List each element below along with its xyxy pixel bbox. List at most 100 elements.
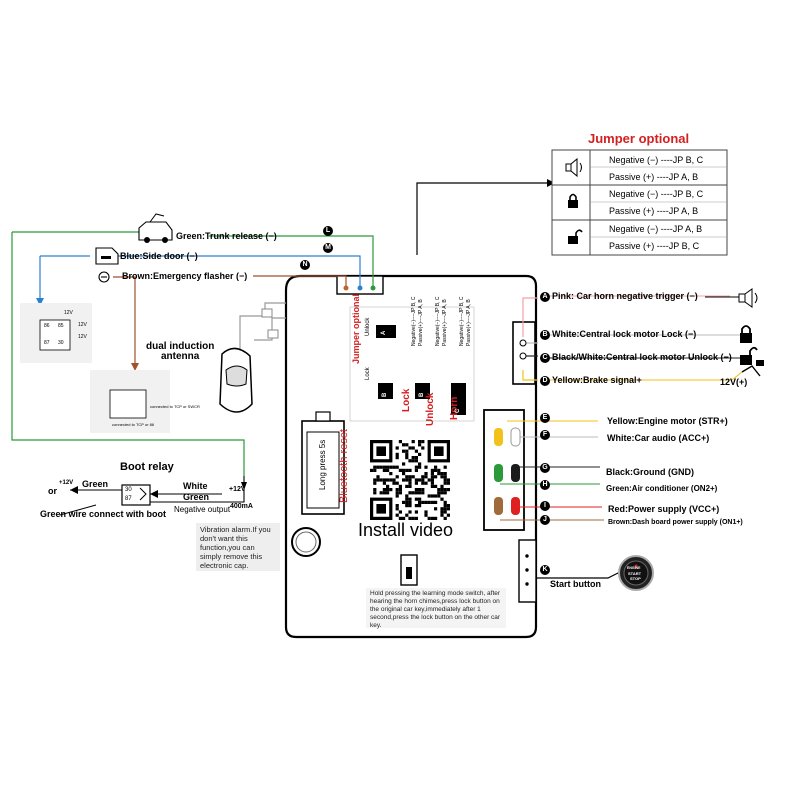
module-abc-3: B: [419, 392, 425, 397]
module-jp-small-1: Negative(−)----JP B, C: [411, 296, 417, 346]
boot-green-left: Green: [82, 479, 109, 489]
lock-open-icon-right: [740, 346, 758, 365]
relay-white-wire: [150, 490, 245, 503]
module-jumper-heading: Jumper optional: [351, 293, 361, 364]
wire-label-j: Brown:Dash board power supply (ON1+): [608, 519, 743, 526]
door-icon: [95, 247, 119, 265]
long-press-label: Long press 5s: [318, 439, 327, 490]
wire-label-h: Green:Air conditioner (ON2+): [606, 484, 718, 493]
badge-l: L: [323, 226, 333, 236]
flasher-wire: [253, 275, 347, 288]
pin-yellow: [494, 428, 503, 446]
jumper-row-3: Negative (−) ----JP B, C: [609, 189, 704, 199]
mini-relay-p1: 86: [44, 323, 50, 329]
jumper-title: Jumper optional: [588, 131, 690, 146]
module-jp-small-6: Passive(+)----JP A, B: [466, 299, 472, 346]
side-door-label: Blue:Side door (−): [120, 251, 198, 261]
trunk-wire: [209, 235, 374, 288]
jumper-row-2: Passive (+) ----JP A, B: [609, 172, 699, 182]
pin-red: [511, 497, 520, 515]
learning-note: Hold pressing the learning mode switch, …: [366, 588, 506, 629]
wire-badge-h: H: [540, 480, 550, 490]
boot-green-right: Green: [183, 492, 210, 502]
boot-or: or: [48, 486, 57, 496]
module-jp-small-4: Passive(+)----JP A, B: [442, 299, 448, 346]
wire-badge-d: D: [540, 376, 550, 386]
mini-relay-p4: 30: [58, 340, 64, 346]
wire-label-a: Pink: Car horn negative trigger (−): [552, 291, 698, 301]
wire-badge-f: F: [540, 430, 550, 440]
wire-badge-c: C: [540, 353, 550, 363]
wire-badge-b: B: [540, 330, 550, 340]
module-lock-label: Lock: [401, 388, 412, 412]
wire-label-e: Yellow:Engine motor (STR+): [607, 416, 728, 426]
jumper-row-4: Passive (+) ----JP A, B: [609, 206, 699, 216]
lock-closed-icon: [568, 193, 578, 208]
mini-relay-v1: 12V: [64, 310, 73, 316]
wire-label-i: Red:Power supply (VCC+): [608, 504, 720, 514]
jumper-row-5: Negative (−) ----JP A, B: [609, 224, 703, 234]
badge-n: N: [300, 260, 310, 270]
door-wire: [118, 255, 361, 288]
jumper-row-6: Passive (+) ----JP B, C: [609, 241, 700, 251]
flasher-icon: [98, 271, 110, 283]
start-button-text-1: ENGINE: [627, 566, 641, 570]
pin-green: [494, 464, 503, 482]
wire-label-c: Black/White:Central lock motor Unlock (−…: [552, 352, 732, 362]
boot-white: White: [183, 481, 208, 491]
flasher-label: Brown:Emergency flasher (−): [122, 271, 248, 281]
mini-flasher-l1: connected to TCP or 86: [112, 422, 155, 427]
wire-badge-j: J: [540, 515, 550, 525]
jumper-pointer-arrow: [547, 179, 555, 187]
wire-label-d: Yellow:Brake signal+: [552, 375, 642, 385]
module-unlock-small: Unlock: [365, 317, 371, 336]
mini-flasher-l2: connected to TCP or SWCR: [150, 404, 200, 409]
jumper-pointer-line: [416, 182, 547, 255]
brake-pedal-icon: [741, 360, 764, 377]
wire-badge-g: G: [540, 463, 550, 473]
mini-relay-p2: 85: [58, 323, 64, 329]
pin-white: [510, 427, 521, 447]
wire-label-b: White:Central lock motor Lock (−): [552, 329, 697, 339]
wire-badge-i: I: [540, 501, 550, 511]
module-abc-1: A: [381, 329, 387, 335]
speaker-icon: [565, 157, 582, 178]
wire-badge-a: A: [540, 292, 550, 302]
boot-ma: 400mA: [230, 503, 253, 510]
boot-relay-title: Boot relay: [120, 461, 174, 473]
mini-relay-p3: 87: [44, 340, 50, 346]
mini-relay-v2: 12V: [78, 322, 87, 328]
lock-open-icon: [568, 229, 583, 244]
wire-badge-e: E: [540, 413, 550, 423]
module-jp-small-5: Negative(−)----JP B, C: [459, 296, 465, 346]
boot-pin-87: 87: [125, 496, 132, 502]
start-button-text-3: STOP: [630, 576, 641, 581]
bluetooth-reset-label: Bluetooth reset: [338, 429, 350, 503]
jumper-rows: Negative (−) ----JP B, C Passive (+) ---…: [552, 150, 727, 255]
module-abc-4: C: [455, 408, 461, 413]
qr-code[interactable]: [370, 440, 450, 520]
boot-12v-left: +12V: [59, 480, 74, 486]
boot-relay-box: [121, 484, 151, 506]
boot-12v-right: +12V: [229, 486, 246, 493]
vibration-note: Vibration alarm.If you don't want this f…: [196, 523, 280, 571]
pin-brown: [494, 497, 503, 515]
start-button-text-2: START: [628, 571, 642, 576]
install-video-label: Install video: [358, 520, 454, 540]
car-icon: [219, 347, 253, 413]
module-jp-small-2: Passive(+)----JP A, B: [418, 299, 424, 346]
pin-black: [511, 464, 520, 482]
module-jp-small-3: Negative(−)----JP B, C: [435, 296, 441, 346]
module-lock-small: Lock: [365, 367, 371, 380]
lock-closed-icon-right: [740, 325, 752, 343]
mini-relay-v3: 12V: [78, 334, 87, 340]
wire-badge-k: K: [540, 565, 550, 575]
boot-connect-note: Green wire connect with boot: [40, 509, 167, 519]
badge-m: M: [323, 243, 333, 253]
horn-icon: [738, 288, 758, 308]
module-abc-2: B: [382, 392, 388, 397]
boot-pin-30: 30: [125, 487, 132, 493]
boot-negative-output: Negative output: [174, 505, 231, 514]
